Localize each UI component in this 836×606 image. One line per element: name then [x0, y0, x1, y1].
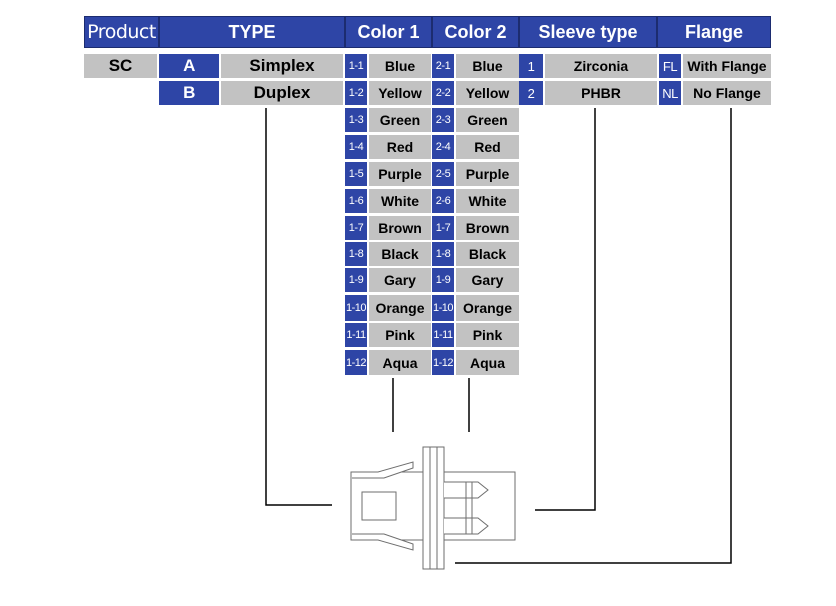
color1-code: 1-5 — [345, 162, 367, 186]
color2-label: Pink — [456, 323, 519, 347]
color1-code: 1-10 — [345, 295, 367, 321]
color2-label: Blue — [456, 54, 519, 78]
color2-code: 1-12 — [432, 350, 454, 375]
sleeve-leader-line — [535, 108, 596, 511]
sleeve-label: Zirconia — [545, 54, 657, 78]
color1-label: Black — [369, 242, 431, 266]
type-leader-line — [265, 108, 332, 506]
color1-label: Green — [369, 108, 431, 132]
color1-label: Gary — [369, 268, 431, 292]
type-label: Simplex — [221, 54, 343, 78]
color1-label: Aqua — [369, 350, 431, 375]
color2-code: 2-1 — [432, 54, 454, 78]
color1-label: Red — [369, 135, 431, 159]
color2-code: 2-4 — [432, 135, 454, 159]
flange-label: No Flange — [683, 81, 771, 105]
color1-label: Purple — [369, 162, 431, 186]
sleeve-code: 1 — [519, 54, 543, 78]
header-type: TYPE — [159, 16, 345, 48]
color1-code: 1-11 — [345, 323, 367, 347]
color1-code: 1-2 — [345, 81, 367, 105]
type-code: B — [159, 81, 219, 105]
color1-code: 1-12 — [345, 350, 367, 375]
product-value: SC — [84, 54, 157, 78]
color2-code: 2-3 — [432, 108, 454, 132]
color1-label: Blue — [369, 54, 431, 78]
color1-label: Yellow — [369, 81, 431, 105]
sleeve-code: 2 — [519, 81, 543, 105]
color2-code: 1-8 — [432, 242, 454, 266]
color2-label: Gary — [456, 268, 519, 292]
type-label: Duplex — [221, 81, 343, 105]
color1-code: 1-8 — [345, 242, 367, 266]
color2-label: Aqua — [456, 350, 519, 375]
flange-leader-line — [455, 108, 732, 564]
color1-code: 1-9 — [345, 268, 367, 292]
color2-label: Orange — [456, 295, 519, 321]
color1-code: 1-6 — [345, 189, 367, 213]
leader-lines — [265, 108, 732, 564]
color1-label: Brown — [369, 216, 431, 240]
header-product: Product — [84, 16, 159, 48]
header-flange: Flange — [657, 16, 771, 48]
color2-code: 2-6 — [432, 189, 454, 213]
color1-label: Orange — [369, 295, 431, 321]
color1-code: 1-3 — [345, 108, 367, 132]
color2-label: White — [456, 189, 519, 213]
color1-label: White — [369, 189, 431, 213]
color2-label: Red — [456, 135, 519, 159]
color2-code: 1-7 — [432, 216, 454, 240]
color1-label: Pink — [369, 323, 431, 347]
color1-code: 1-4 — [345, 135, 367, 159]
flange-code: FL — [659, 54, 681, 78]
flange-code: NL — [659, 81, 681, 105]
color2-label: Purple — [456, 162, 519, 186]
color2-code: 2-2 — [432, 81, 454, 105]
color2-code: 1-10 — [432, 295, 454, 321]
color1-code: 1-7 — [345, 216, 367, 240]
sleeve-label: PHBR — [545, 81, 657, 105]
color2-code: 2-5 — [432, 162, 454, 186]
header-color2: Color 2 — [432, 16, 519, 48]
color2-label: Black — [456, 242, 519, 266]
type-code: A — [159, 54, 219, 78]
color2-code: 1-9 — [432, 268, 454, 292]
sc-adapter-icon — [350, 446, 516, 570]
color2-label: Brown — [456, 216, 519, 240]
header-sleeve-type: Sleeve type — [519, 16, 657, 48]
color2-label: Yellow — [456, 81, 519, 105]
color2-code: 1-11 — [432, 323, 454, 347]
flange-label: With Flange — [683, 54, 771, 78]
color2-label: Green — [456, 108, 519, 132]
header-color1: Color 1 — [345, 16, 432, 48]
color1-code: 1-1 — [345, 54, 367, 78]
